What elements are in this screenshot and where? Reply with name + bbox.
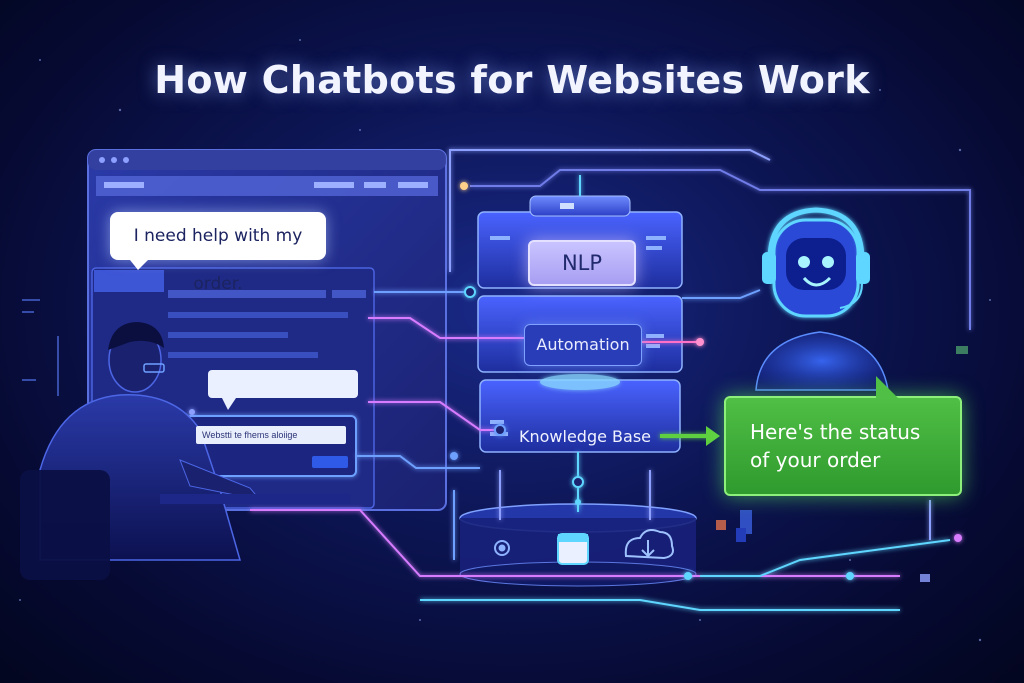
robot-illustration bbox=[755, 207, 889, 391]
connector-nodes bbox=[189, 182, 962, 580]
left-decor bbox=[22, 299, 59, 396]
knowledge-base-layer-label: Knowledge Base bbox=[519, 427, 651, 446]
automation-layer-label: Automation bbox=[524, 324, 642, 366]
decor-chips bbox=[716, 346, 968, 582]
chat-input-field[interactable]: Webstti te fhems aloiige bbox=[196, 426, 346, 444]
arrow-icon bbox=[706, 426, 720, 446]
bot-reply-line-2: of your order bbox=[750, 448, 881, 472]
person-illustration bbox=[20, 322, 350, 580]
connector-lines bbox=[250, 149, 971, 611]
calendar-icon bbox=[557, 533, 589, 565]
bot-reply-line-1: Here's the status bbox=[750, 420, 921, 444]
bot-reply-bubble: Here's the status of your order bbox=[724, 376, 962, 496]
page-title: How Chatbots for Websites Work bbox=[154, 58, 870, 102]
nlp-layer-label: NLP bbox=[528, 240, 636, 286]
typing-bubble bbox=[208, 370, 358, 398]
gear-icon bbox=[494, 540, 510, 556]
user-message-bubble: I need help with my order. bbox=[110, 212, 326, 294]
user-message-text: I need help with my order. bbox=[133, 226, 303, 294]
cloud-download-icon bbox=[624, 529, 674, 560]
